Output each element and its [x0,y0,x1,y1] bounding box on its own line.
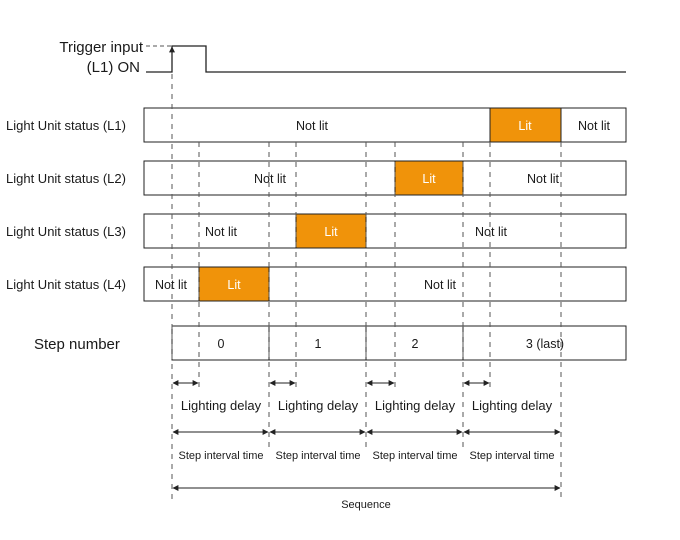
trigger-label-line2: (L1) ON [87,59,140,76]
step-cell-1 [268,325,367,361]
lighting-delay-label-0: Lighting delay [181,398,262,413]
row-l4-text-1: Not lit [155,278,187,292]
step-row: 0 1 2 3 (last) [171,325,627,361]
step-text-1: 1 [315,337,322,351]
step-interval-label-1: Step interval time [276,450,361,462]
dashed-guides [171,74,562,500]
step-cell-2 [365,325,464,361]
row-l1-text-1: Not lit [296,119,328,133]
row-l3-text-2: Lit [324,225,338,239]
step-cell-0 [171,325,270,361]
row-label-l2: Light Unit status (L2) [6,171,126,186]
row-l1-cell-2 [489,107,562,143]
row-l1-text-2: Lit [518,119,532,133]
row-l4-cell-3 [268,266,627,302]
step-text-3: 3 (last) [526,337,564,351]
row-l1: Not lit Lit Not lit [143,107,627,143]
row-l1-cell-3 [560,107,627,143]
lighting-delay-label-1: Lighting delay [278,398,359,413]
step-interval-label-3: Step interval time [470,450,555,462]
row-label-l1: Light Unit status (L1) [6,118,126,133]
sequence-label: Sequence [341,499,391,511]
row-l4-text-3: Not lit [424,278,456,292]
lighting-delay-label-3: Lighting delay [472,398,553,413]
row-l3-text-3: Not lit [475,225,507,239]
row-label-l4: Light Unit status (L4) [6,277,126,292]
step-interval-label-0: Step interval time [179,450,264,462]
row-l2-text-2: Lit [422,172,436,186]
step-number-label: Step number [34,336,120,353]
row-l3-cell-1 [143,213,297,249]
step-interval-label-2: Step interval time [373,450,458,462]
row-l1-cell-1 [143,107,491,143]
row-l2: Not lit Lit Not lit [143,160,627,196]
row-l4-cell-2 [198,266,270,302]
step-text-0: 0 [218,337,225,351]
step-text-2: 2 [412,337,419,351]
row-l4-text-2: Lit [227,278,241,292]
row-label-l3: Light Unit status (L3) [6,224,126,239]
lighting-delay-label-2: Lighting delay [375,398,456,413]
row-l1-text-3: Not lit [578,119,610,133]
row-l3: Not lit Lit Not lit [143,213,627,249]
row-l4: Not lit Lit Not lit [143,266,627,302]
row-l3-cell-3 [365,213,627,249]
row-l2-text-1: Not lit [254,172,286,186]
trigger-waveform [146,45,626,73]
trigger-label-line1: Trigger input [59,39,143,56]
row-l3-cell-2 [295,213,367,249]
row-l2-cell-2 [394,160,464,196]
row-l3-text-1: Not lit [205,225,237,239]
row-l2-text-3: Not lit [527,172,559,186]
